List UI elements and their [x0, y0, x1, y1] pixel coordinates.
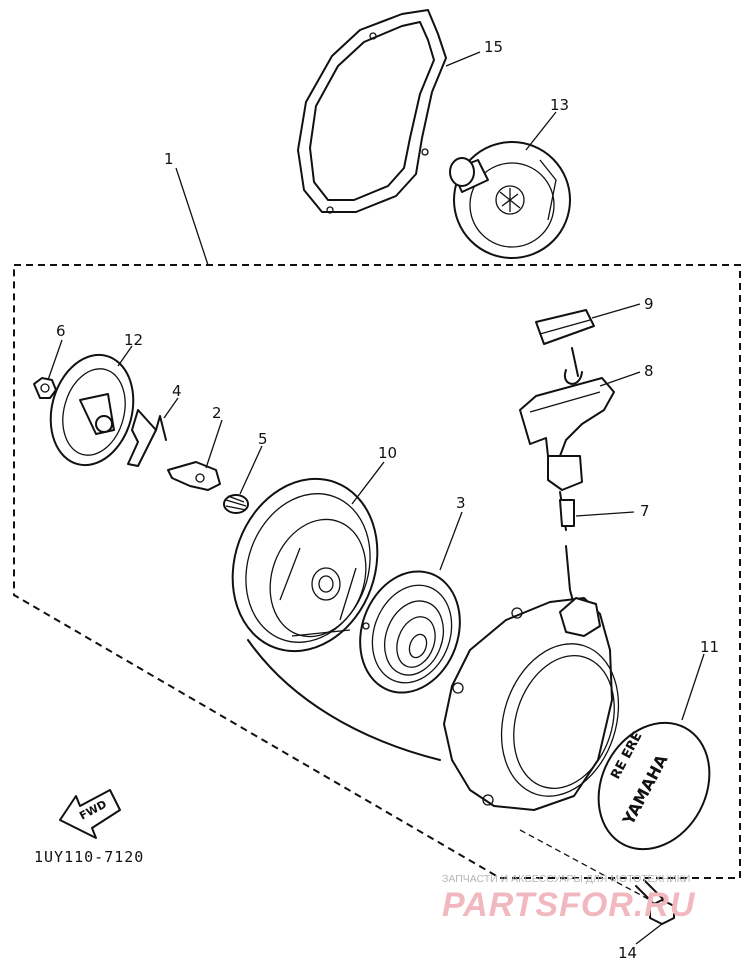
label-2: 2	[212, 404, 222, 422]
handle-cap-part	[535, 309, 595, 345]
label-15: 15	[484, 38, 503, 56]
spring-clip-part	[127, 409, 167, 467]
starter-handle-part	[519, 347, 615, 491]
label-12: 12	[124, 331, 143, 349]
friction-plate-part	[49, 353, 135, 467]
pawl-part	[167, 461, 221, 491]
leader-lines	[47, 51, 705, 945]
drive-plate-part	[449, 141, 571, 259]
recoil-spring-part	[359, 570, 461, 694]
fwd-arrow: FWD	[59, 789, 121, 839]
gasket-part	[297, 9, 447, 214]
drawing-code: 1UY110-7120	[34, 848, 144, 866]
part-number-labels: 1 2 3 4 5 6 7 8 9 10 11 12 13 14 15	[56, 38, 719, 962]
starter-rope-part	[559, 491, 577, 613]
bolt-part	[635, 879, 675, 925]
label-11: 11	[700, 638, 719, 656]
label-5: 5	[258, 430, 268, 448]
label-9: 9	[644, 295, 654, 313]
starter-case-part	[443, 597, 620, 811]
label-10: 10	[378, 444, 397, 462]
watermark-brand: PARTSFOR.RU	[442, 886, 696, 924]
yamaha-emblem-part: RE ERE YAMAHA	[597, 721, 711, 851]
label-4: 4	[172, 382, 182, 400]
label-1: 1	[164, 150, 174, 168]
label-3: 3	[456, 494, 466, 512]
label-13: 13	[550, 96, 569, 114]
sheave-drum-part	[231, 477, 441, 761]
label-14: 14	[618, 944, 637, 962]
watermark-tagline: ЗАПЧАСТИ И АКСЕССУАРЫ ДЛЯ МОТОТЕХНИКИ	[442, 873, 690, 885]
label-8: 8	[644, 362, 654, 380]
label-7: 7	[640, 502, 650, 520]
nut-part	[33, 377, 57, 399]
watermark: ЗАПЧАСТИ И АКСЕССУАРЫ ДЛЯ МОТОТЕХНИКИ PA…	[442, 873, 696, 924]
assembly-boundary	[13, 264, 741, 879]
pawl-spring-part	[223, 494, 249, 514]
label-6: 6	[56, 322, 66, 340]
